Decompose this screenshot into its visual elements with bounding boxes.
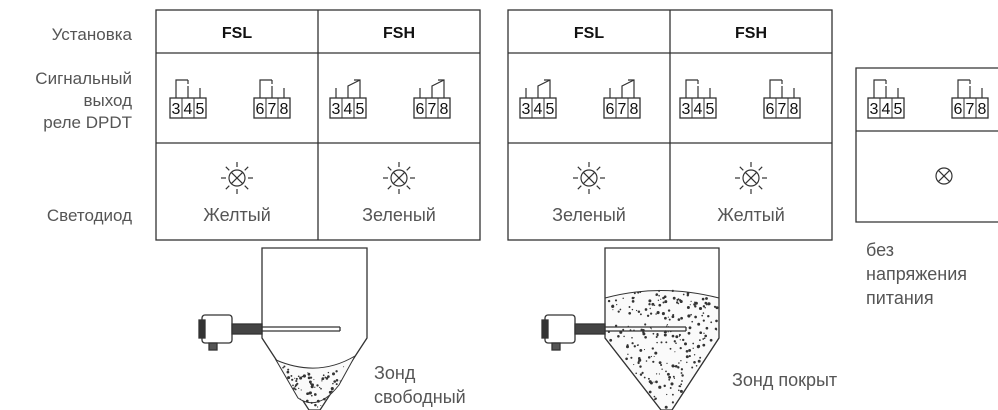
terminal-number: 7: [268, 101, 277, 118]
t2-col1-mode: FSL: [574, 25, 604, 42]
terminal-number: 6: [416, 101, 425, 118]
silo-covered: [604, 247, 720, 410]
row-label-led: Светодиод: [46, 206, 132, 225]
terminal-number: 6: [606, 101, 615, 118]
terminal-number: 8: [790, 101, 799, 118]
row-label-signal-line3: реле DPDT: [43, 113, 132, 132]
terminal-number: 8: [630, 101, 639, 118]
row-label-installation: Установка: [51, 25, 132, 44]
terminal-number: 8: [978, 101, 987, 118]
table-2: [507, 9, 833, 241]
no-power-caption-line1: без: [866, 240, 894, 260]
t1-col2-led-label: Зеленый: [362, 205, 436, 225]
probe-1-state-line1: Зонд: [374, 363, 416, 383]
row-label-signal-line1: Сигнальный: [35, 69, 132, 88]
terminal-number: 5: [196, 101, 205, 118]
probe-1: [198, 314, 341, 351]
row-label-signal-line2: выход: [83, 91, 132, 110]
t2-col2-led-label: Желтый: [717, 205, 785, 225]
terminal-number: 4: [882, 101, 891, 118]
t1-col2-mode: FSH: [383, 25, 415, 42]
no-power-led-icon: [935, 167, 953, 185]
table-1: [155, 9, 481, 241]
terminal-number: 3: [172, 101, 181, 118]
t1-col1-led-icon: [221, 162, 253, 194]
t1-col2-led-icon: [383, 162, 415, 194]
terminal-number: 5: [894, 101, 903, 118]
t1-col1-led-label: Желтый: [203, 205, 271, 225]
silo-empty: [261, 247, 368, 410]
t2-col2-led-icon: [735, 162, 767, 194]
no-power-box: [855, 67, 998, 223]
probe-2: [541, 314, 687, 351]
terminal-number: 4: [184, 101, 193, 118]
terminal-number: 7: [428, 101, 437, 118]
terminal-number: 3: [332, 101, 341, 118]
terminal-number: 4: [694, 101, 703, 118]
terminal-number: 6: [766, 101, 775, 118]
terminal-number: 4: [344, 101, 353, 118]
t2-col1-led-icon: [573, 162, 605, 194]
t1-col1-mode: FSL: [222, 25, 252, 42]
terminal-number: 5: [706, 101, 715, 118]
terminal-number: 3: [522, 101, 531, 118]
terminal-number: 7: [618, 101, 627, 118]
terminal-number: 3: [682, 101, 691, 118]
terminal-number: 8: [440, 101, 449, 118]
terminal-number: 6: [256, 101, 265, 118]
terminal-number: 3: [870, 101, 879, 118]
probe-2-state: Зонд покрыт: [732, 370, 837, 390]
t2-col1-led-label: Зеленый: [552, 205, 626, 225]
terminal-number: 4: [534, 101, 543, 118]
terminal-number: 5: [546, 101, 555, 118]
terminal-number: 5: [356, 101, 365, 118]
terminal-number: 7: [966, 101, 975, 118]
terminal-number: 6: [954, 101, 963, 118]
probe-1-state-line2: свободный: [374, 387, 466, 407]
no-power-caption-line2: напряжения: [866, 264, 967, 284]
t2-col2-mode: FSH: [735, 25, 767, 42]
no-power-caption-line3: питания: [866, 288, 934, 308]
terminal-number: 7: [778, 101, 787, 118]
terminal-number: 8: [280, 101, 289, 118]
row-label-signal: Сигнальный выход реле DPDT: [35, 68, 132, 134]
